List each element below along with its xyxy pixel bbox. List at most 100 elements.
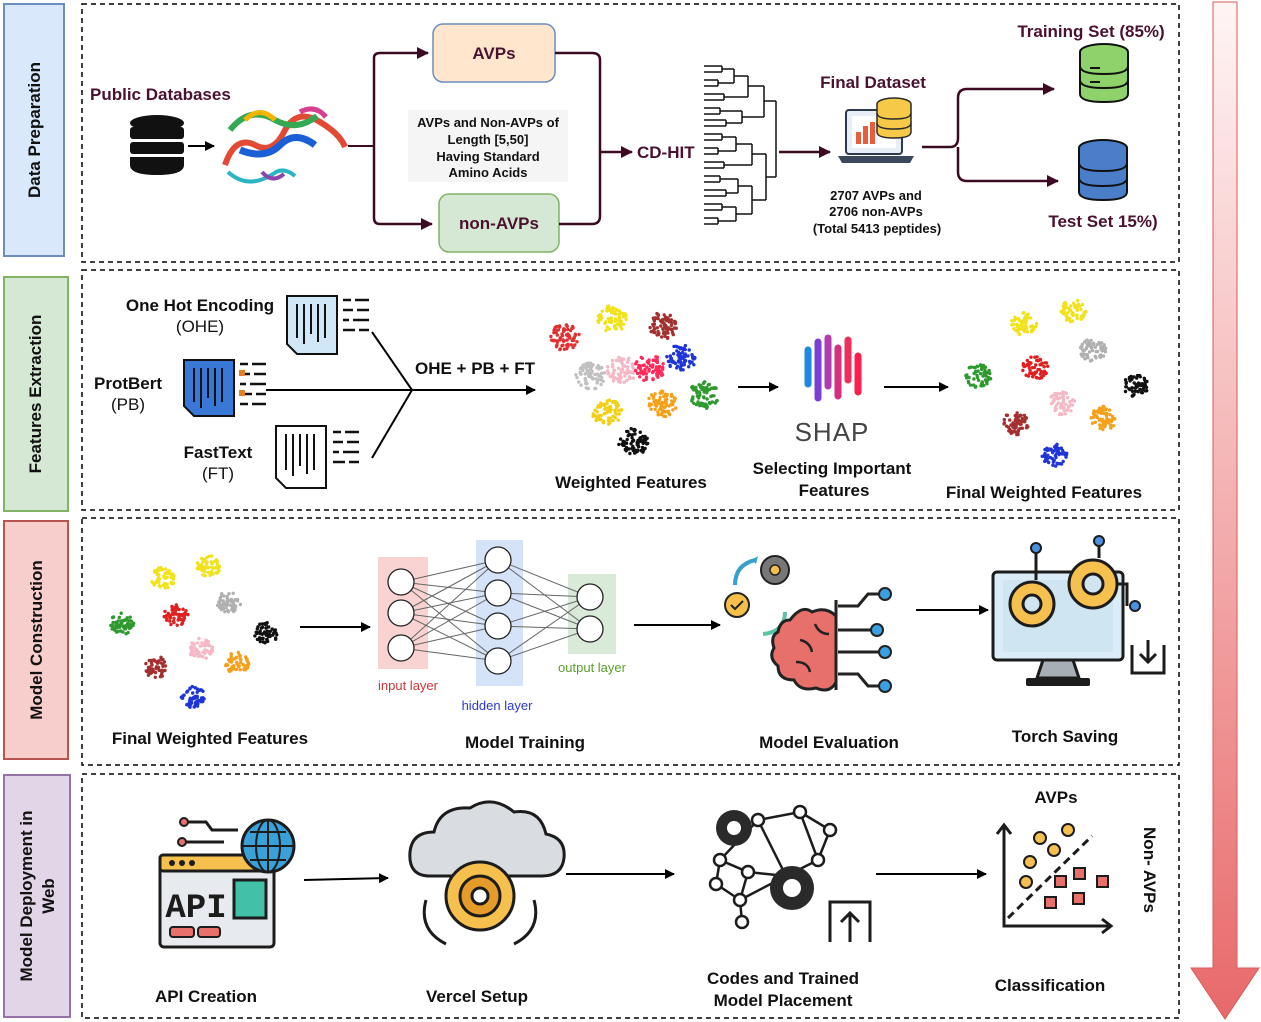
nn-edge bbox=[400, 559, 499, 614]
scatter-dot bbox=[204, 638, 208, 642]
scatter-dot bbox=[572, 335, 576, 340]
scatter-dot bbox=[1043, 451, 1047, 456]
scatter-dot bbox=[1034, 363, 1038, 367]
scatter-dot bbox=[163, 668, 167, 673]
scatter-dot bbox=[189, 646, 193, 650]
scatter-dot bbox=[162, 583, 167, 587]
scatter-dot bbox=[234, 604, 238, 608]
scatter-dot bbox=[221, 602, 225, 606]
scatter-dot bbox=[660, 404, 664, 408]
scatter-dot bbox=[620, 408, 624, 412]
scatter-dot bbox=[1090, 348, 1095, 353]
scatter-dot bbox=[211, 572, 215, 576]
scatter-dot bbox=[1036, 359, 1041, 363]
scatter-dot bbox=[611, 371, 616, 375]
scatter-dot bbox=[670, 328, 674, 332]
scatter-dot bbox=[616, 418, 620, 422]
stage-label-features-extraction: Features Extraction bbox=[26, 315, 45, 474]
scatter-dot bbox=[1025, 363, 1029, 367]
scatter-dot bbox=[978, 363, 983, 367]
scatter-dot bbox=[124, 632, 128, 636]
scatter-dot bbox=[564, 323, 569, 327]
training-database-icon bbox=[1079, 43, 1129, 104]
scatter-dot bbox=[174, 612, 179, 616]
scatter-dot bbox=[1034, 325, 1038, 329]
scatter-dot bbox=[577, 332, 581, 337]
scatter-dot bbox=[159, 672, 164, 676]
scatter-dot bbox=[668, 313, 672, 318]
scatter-dot bbox=[614, 358, 619, 363]
scatter-dot bbox=[203, 644, 207, 648]
scatter-dot bbox=[616, 408, 621, 413]
scatter-dot bbox=[1075, 308, 1080, 312]
scatter-dot bbox=[1105, 417, 1109, 421]
scatter-dot bbox=[1080, 314, 1084, 318]
scatter-dot bbox=[1021, 362, 1025, 366]
scatter-dot bbox=[635, 360, 639, 364]
scatter-dot bbox=[162, 660, 167, 664]
scatter-dot bbox=[608, 374, 612, 379]
scatter-dot bbox=[624, 317, 628, 322]
scatter-dot bbox=[1054, 464, 1058, 468]
scatter-dot bbox=[1127, 387, 1131, 391]
scatter-dot bbox=[1069, 409, 1073, 413]
scatter-dot bbox=[1063, 300, 1067, 305]
scatter-dot bbox=[201, 560, 205, 564]
scatter-dot bbox=[629, 427, 633, 431]
scatter-dot bbox=[659, 324, 663, 328]
scatter-dot bbox=[636, 443, 640, 447]
scatter-dot bbox=[203, 574, 207, 578]
scatter-dot bbox=[599, 371, 603, 375]
scatter-dot bbox=[622, 440, 627, 444]
scatter-dot bbox=[570, 324, 575, 329]
scatter-dot bbox=[163, 664, 168, 668]
scatter-dot bbox=[973, 384, 978, 388]
scatter-dot bbox=[630, 433, 634, 437]
scatter-dot bbox=[192, 705, 196, 709]
scatter-dot bbox=[236, 650, 240, 655]
scatter-dot bbox=[191, 691, 195, 695]
scatter-dot bbox=[208, 652, 212, 656]
scatter-dot bbox=[622, 311, 626, 316]
counts-line-3: (Total 5413 peptides) bbox=[813, 221, 941, 236]
api-creation-label: API Creation bbox=[155, 987, 257, 1006]
scatter-dot bbox=[1103, 408, 1107, 412]
scatter-dot bbox=[622, 443, 626, 447]
scatter-dot bbox=[652, 330, 657, 335]
scatter-dot bbox=[682, 346, 686, 350]
scatter-dot bbox=[227, 592, 231, 596]
scatter-dot bbox=[608, 416, 612, 420]
scatter-dot bbox=[1034, 321, 1039, 326]
classification-avps-label: AVPs bbox=[1034, 788, 1077, 807]
scatter-dot bbox=[576, 380, 581, 384]
scatter-dot bbox=[1101, 427, 1105, 432]
scatter-dot bbox=[622, 380, 626, 384]
scatter-dot bbox=[207, 554, 211, 559]
weighted-features-scatter bbox=[549, 304, 719, 456]
scatter-dot bbox=[266, 625, 271, 629]
scatter-dot bbox=[1019, 324, 1023, 328]
scatter-dot bbox=[676, 353, 680, 357]
scatter-dot bbox=[215, 562, 219, 566]
training-set-label: Training Set (85%) bbox=[1017, 22, 1164, 41]
scatter-dot bbox=[669, 323, 674, 328]
scatter-dot bbox=[1054, 407, 1058, 411]
scatter-dot bbox=[656, 401, 661, 405]
scatter-dot bbox=[656, 410, 660, 414]
scatter-dot bbox=[662, 414, 666, 418]
scatter-dot bbox=[714, 399, 719, 403]
scatter-dot bbox=[226, 610, 231, 614]
scatter-dot bbox=[153, 675, 157, 679]
scatter-dot bbox=[186, 702, 190, 706]
classification-label: Classification bbox=[995, 976, 1106, 995]
scatter-dot bbox=[195, 561, 200, 565]
scatter-dot bbox=[210, 645, 215, 649]
scatter-dot bbox=[674, 406, 678, 410]
scatter-dot bbox=[226, 598, 230, 603]
scatter-dot bbox=[1016, 327, 1020, 332]
scatter-dot bbox=[604, 328, 608, 333]
scatter-dot bbox=[195, 641, 200, 645]
scatter-dot bbox=[649, 407, 653, 411]
scatter-dot bbox=[1031, 327, 1036, 332]
scatter-dot bbox=[600, 309, 604, 313]
